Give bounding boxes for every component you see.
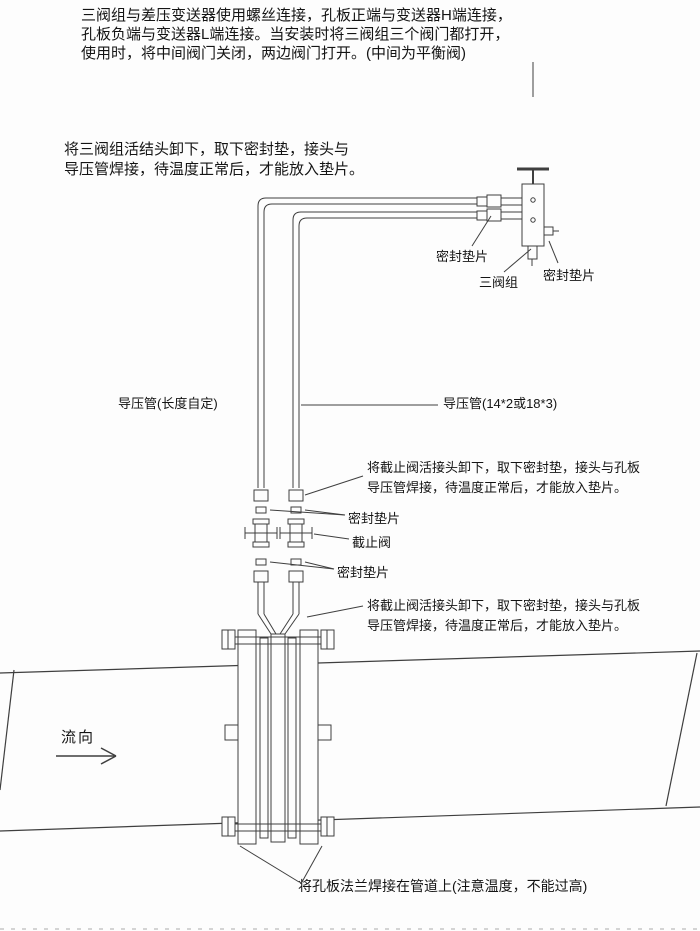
manifold-union-note: 将三阀组活结头卸下，取下密封垫，接头与 导压管焊接，待温度正常后，才能放入垫片。	[64, 140, 364, 180]
note-line: 将截止阀活接头卸下，取下密封垫，接头与孔板	[367, 598, 641, 613]
note-line: 导压管焊接，待温度正常后，才能放入垫片。	[367, 618, 628, 633]
leader-lines	[239, 215, 559, 883]
impulse-pipes-drawing	[257, 197, 478, 488]
note-line: 导压管焊接，待温度正常后，才能放入垫片。	[367, 480, 628, 495]
note-line: 三阀组与差压变送器使用螺丝连接，孔板正端与变送器H端连接，	[81, 7, 512, 24]
orifice-flange-drawing	[221, 613, 335, 845]
process-pipe-drawing	[0, 650, 700, 832]
note-line: 导压管焊接，待温度正常后，才能放入垫片。	[64, 161, 365, 178]
top-instruction-note: 三阀组与差压变送器使用螺丝连接，孔板正端与变送器H端连接， 孔板负端与变送器L端…	[81, 6, 512, 63]
right-shutoff-valve-drawing	[279, 489, 313, 614]
note-line: 孔板负端与变送器L端连接。当安装时将三阀组三个阀门都打开，	[81, 26, 510, 43]
shutoff-valve-label: 截止阀	[352, 535, 392, 550]
seal-gasket-label-4: 密封垫片	[337, 565, 390, 580]
flow-direction-arrow	[56, 747, 117, 765]
left-shutoff-valve-drawing	[244, 489, 278, 614]
flow-direction-label: 流向	[61, 729, 96, 746]
note-line: 使用时，将中间阀门关闭，两边阀门打开。(中间为平衡阀)	[81, 45, 466, 62]
seal-gasket-label-1: 密封垫片	[436, 249, 489, 264]
note-line: 将三阀组活结头卸下，取下密封垫，接头与	[64, 141, 350, 158]
impulse-pipe-right-label: 导压管(14*2或18*3)	[443, 396, 558, 411]
three-valve-manifold-drawing	[476, 167, 559, 266]
lower-valve-union-note: 将截止阀活接头卸下，取下密封垫，接头与孔板 导压管焊接，待温度正常后，才能放入垫…	[367, 596, 640, 636]
impulse-pipe-left-label: 导压管(长度自定)	[118, 396, 218, 411]
three-valve-manifold-label: 三阀组	[479, 275, 519, 290]
upper-valve-union-note: 将截止阀活接头卸下，取下密封垫，接头与孔板 导压管焊接，待温度正常后，才能放入垫…	[367, 458, 640, 498]
note-line: 将截止阀活接头卸下，取下密封垫，接头与孔板	[367, 460, 641, 475]
seal-gasket-label-2: 密封垫片	[543, 268, 596, 283]
bottom-weld-note: 将孔板法兰焊接在管道上(注意温度，不能过高)	[298, 878, 588, 894]
seal-gasket-label-3: 密封垫片	[348, 511, 401, 526]
